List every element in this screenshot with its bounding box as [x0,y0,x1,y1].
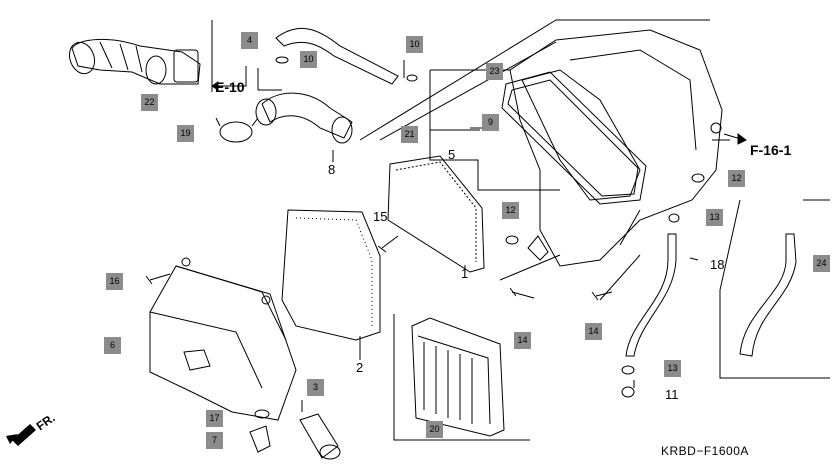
part-number-11: 11 [665,387,679,402]
part-number-8: 8 [328,162,336,177]
part-tag-14: 14 [585,323,602,340]
part-tag-10: 10 [406,36,423,53]
part-tag-14: 14 [514,332,531,349]
part-tag-7: 7 [206,432,223,449]
part-tag-9: 9 [482,114,499,131]
part-tag-3: 3 [307,379,324,396]
part-tag-13: 13 [664,360,681,377]
part-tag-24: 24 [813,255,830,272]
part-tag-16: 16 [106,273,123,290]
part-tag-17: 17 [206,410,223,427]
part-tag-19: 19 [177,125,194,142]
part-tag-12: 12 [728,170,745,187]
diagram-code: KRBD−F1600A [661,444,749,458]
part-number-18: 18 [710,257,725,272]
part-tag-20: 20 [426,421,443,438]
part-number-5: 5 [448,147,456,162]
part-tag-12: 12 [502,202,519,219]
part-number-15: 15 [373,209,388,224]
front-arrow-icon [12,424,36,446]
part-tag-23: 23 [486,63,503,80]
reference-e10: E-10 [215,79,245,95]
part-tag-22: 22 [141,94,158,111]
part-tag-10: 10 [300,51,317,68]
part-tag-21: 21 [401,126,418,143]
part-number-2: 2 [356,360,364,375]
part-number-1: 1 [461,266,469,281]
part-tag-13: 13 [706,209,723,226]
reference-f16-1: F-16-1 [750,142,792,158]
part-tag-4: 4 [241,32,258,49]
part-tag-6: 6 [104,337,121,354]
